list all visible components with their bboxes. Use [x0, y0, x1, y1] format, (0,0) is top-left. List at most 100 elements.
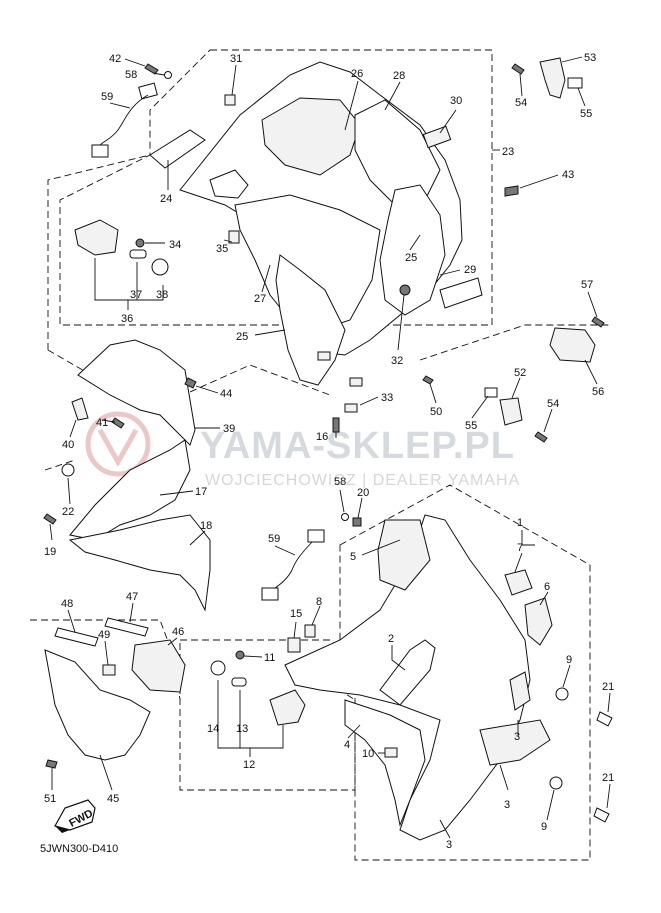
callout-9-b: 9 — [541, 821, 547, 833]
leader-18 — [189, 530, 206, 546]
callout-25-b: 25 — [236, 331, 248, 343]
callout-34: 34 — [169, 239, 181, 251]
leader-52 — [511, 377, 521, 399]
washer-58-lower — [341, 513, 349, 521]
screw-41 — [111, 417, 125, 429]
lamp-housing-lower — [269, 689, 306, 726]
strip-48 — [54, 627, 99, 647]
callout-36: 36 — [121, 313, 133, 325]
leader-3b — [499, 764, 509, 791]
leader-22 — [67, 477, 71, 505]
watermark-subtitle: WOJCIECHOWICZ | DEALER YAMAHA — [205, 472, 520, 489]
callout-2: 2 — [388, 633, 394, 645]
grommet-9-a — [555, 687, 569, 701]
screw-34 — [135, 238, 145, 248]
callout-47: 47 — [126, 591, 138, 603]
diagram-code: 5JWN300-D410 — [40, 843, 118, 855]
leader-47 — [129, 602, 134, 623]
leader-49 — [104, 640, 109, 666]
callout-32: 32 — [391, 355, 403, 367]
leader-29 — [439, 269, 461, 276]
callout-56: 56 — [592, 386, 604, 398]
leader-43 — [519, 174, 559, 189]
leader-44 — [195, 385, 219, 394]
clip-7 — [504, 569, 533, 596]
side-cover-39 — [77, 339, 196, 446]
callout-54-a: 54 — [515, 97, 527, 109]
callout-43: 43 — [562, 169, 574, 181]
callout-12: 12 — [243, 759, 255, 771]
clip-33c — [317, 351, 331, 361]
strip-47 — [104, 617, 149, 637]
callout-50: 50 — [430, 406, 442, 418]
watermark-logo-mark — [97, 428, 139, 468]
clip-15 — [287, 637, 301, 653]
callout-11: 11 — [264, 652, 275, 664]
clip-35 — [228, 230, 240, 244]
wire-lower — [271, 541, 313, 591]
callout-25-a: 25 — [405, 252, 417, 264]
callout-10: 10 — [362, 748, 374, 760]
callout-22: 22 — [62, 506, 74, 518]
callout-9-a: 9 — [566, 654, 572, 666]
callout-14: 14 — [207, 723, 219, 735]
screw-57 — [591, 316, 605, 328]
leader-1 — [521, 530, 535, 546]
callout-45: 45 — [107, 793, 119, 805]
callout-3-c: 3 — [446, 839, 452, 851]
leader-6 — [539, 591, 549, 606]
leader-40 — [69, 419, 77, 438]
watermark-title: YAMA-SKLEP.PL — [200, 425, 515, 467]
leader-28 — [384, 81, 401, 111]
upper-assembly-boundary — [59, 49, 493, 326]
clip-33b — [344, 403, 358, 413]
lamp-bracket-lines — [94, 258, 164, 301]
callout-49: 49 — [98, 629, 110, 641]
callout-15: 15 — [290, 608, 302, 620]
callout-16: 16 — [316, 431, 328, 443]
fwd-arrow: FWD — [54, 799, 96, 833]
connector-upper-a — [138, 82, 158, 100]
bolt-43 — [504, 185, 519, 197]
callout-30: 30 — [450, 95, 462, 107]
callout-55-b: 55 — [465, 420, 477, 432]
grommet-22 — [61, 463, 75, 477]
callout-13: 13 — [236, 723, 248, 735]
callout-20: 20 — [357, 487, 369, 499]
inner-panel-assembly — [149, 61, 583, 413]
guide-line-4 — [419, 324, 610, 361]
clip-33a — [349, 377, 363, 387]
leader-56 — [584, 359, 598, 385]
leader-50 — [429, 383, 437, 404]
bulb-37 — [129, 249, 147, 259]
callout-18: 18 — [200, 520, 212, 532]
callout-17: 17 — [195, 486, 207, 498]
screw-54-upper — [511, 63, 525, 75]
leader-20 — [357, 497, 363, 519]
harness-59-upper — [91, 82, 158, 158]
leader-9b — [546, 789, 555, 821]
bolt-21-a — [596, 711, 613, 727]
washer-58-upper — [164, 71, 172, 79]
wire-upper — [99, 94, 149, 146]
leader-48 — [67, 609, 76, 633]
leader-21b — [606, 783, 611, 809]
clip-49 — [102, 664, 116, 676]
bolt-21-b — [593, 807, 610, 823]
bracket-56 — [549, 327, 596, 363]
leader-46 — [167, 637, 178, 646]
leader-lines — [49, 56, 611, 839]
connector-upper-b — [91, 144, 109, 158]
harness-59-lower — [261, 529, 325, 601]
leader-54b — [543, 408, 553, 433]
watermark-logo-circle — [85, 411, 151, 477]
bulb-13 — [231, 677, 247, 687]
right-brackets — [484, 57, 596, 426]
callout-3-b: 3 — [504, 799, 510, 811]
callout-58-a: 58 — [125, 69, 137, 81]
screw-11 — [235, 650, 245, 660]
leader-19 — [49, 523, 53, 541]
callout-38: 38 — [156, 289, 168, 301]
screw-54-lower — [534, 431, 548, 443]
callout-3-a: 3 — [514, 731, 520, 743]
